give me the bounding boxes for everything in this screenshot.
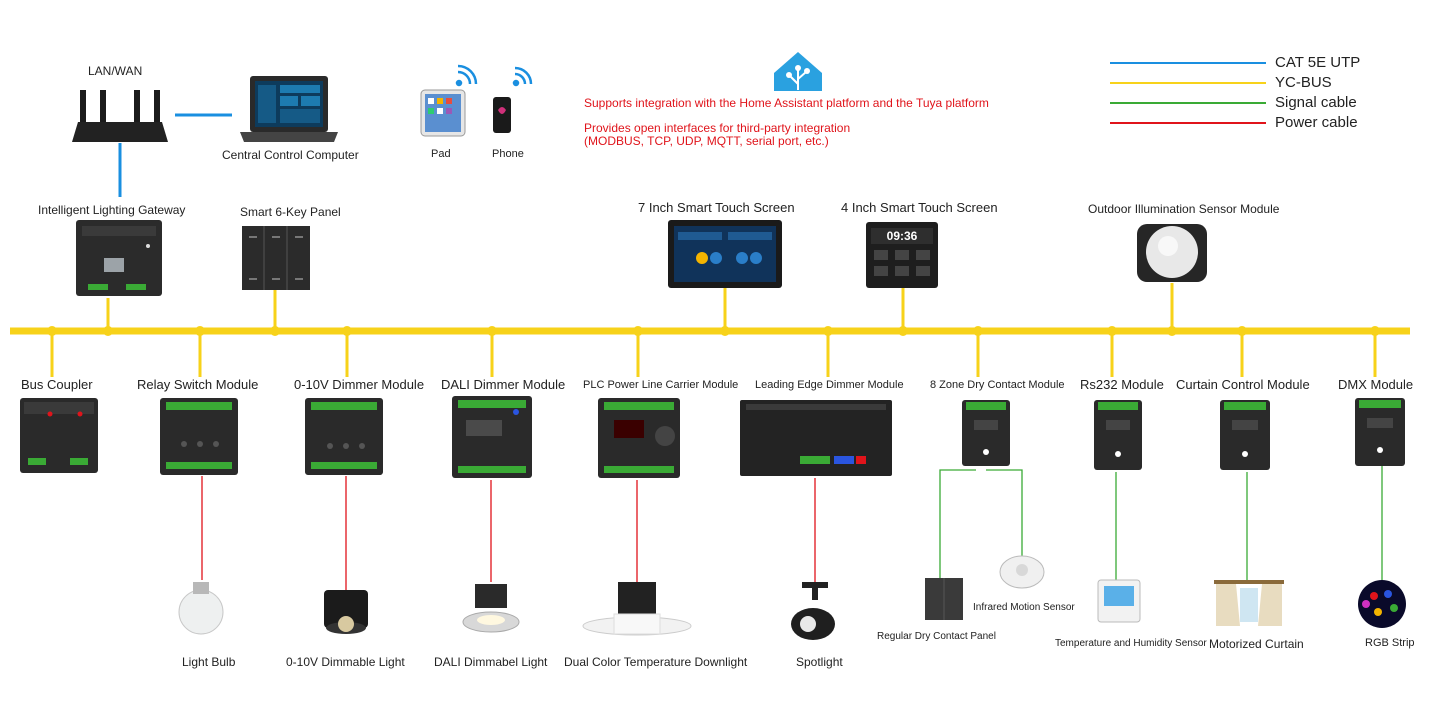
- dimmer010-label: 0-10V Dimmer Module: [294, 377, 425, 392]
- wifi-icon-2: [512, 66, 533, 87]
- dry-contact-panel-icon: [925, 578, 963, 620]
- ts4-label: 4 Inch Smart Touch Screen: [841, 200, 998, 215]
- rs232-label: Rs232 Module: [1080, 377, 1164, 392]
- gateway-label: Intelligent Lighting Gateway: [38, 203, 186, 217]
- dali-light-icon: [462, 584, 520, 633]
- dali-light-label: DALI Dimmabel Light: [434, 655, 548, 669]
- note-line-2: Provides open interfaces for third-party…: [584, 121, 851, 135]
- pad-icon: [420, 89, 466, 137]
- key-panel-label: Smart 6-Key Panel: [240, 205, 341, 219]
- gateway-device: [76, 220, 162, 296]
- plc-label: PLC Power Line Carrier Module: [583, 379, 739, 391]
- key-panel-device: [242, 226, 310, 290]
- rgb-strip-icon: [1358, 580, 1406, 628]
- leading-edge-label: Leading Edge Dimmer Module: [755, 379, 904, 391]
- legend-lines: [1110, 62, 1266, 124]
- note-line-3: (MODBUS, TCP, UDP, MQTT, serial port, et…: [584, 134, 829, 148]
- note-line-1: Supports integration with the Home Assis…: [584, 96, 989, 110]
- power-cables: [201, 476, 816, 590]
- sensor-label: Outdoor Illumination Sensor Module: [1088, 202, 1280, 216]
- laptop-icon: [240, 76, 338, 142]
- thermo-label: Temperature and Humidity Sensor: [1055, 638, 1207, 649]
- legend-power: Power cable: [1275, 114, 1358, 131]
- rs232-module-device: [1094, 400, 1142, 470]
- curtain-icon: [1214, 580, 1284, 626]
- ts4-clock: 09:36: [887, 229, 918, 243]
- bulb-label: Light Bulb: [182, 655, 236, 669]
- computer-label: Central Control Computer: [222, 148, 359, 162]
- spotlight-icon: [791, 582, 835, 640]
- router-icon: [72, 90, 168, 142]
- bus-drops-modules: [50, 331, 1377, 377]
- relay-module-device: [160, 398, 238, 475]
- bus-coupler-label: Bus Coupler: [21, 377, 93, 392]
- rgb-label: RGB Strip: [1365, 637, 1415, 649]
- motion-label: Infrared Motion Sensor: [973, 602, 1075, 613]
- downlight-label: Dual Color Temperature Downlight: [564, 655, 748, 669]
- bus-coupler-device: [20, 398, 98, 473]
- downlight-icon: [582, 582, 692, 636]
- legend-cat5: CAT 5E UTP: [1275, 54, 1361, 71]
- dry-contact-module-device: [962, 400, 1010, 466]
- curtain-module-device: [1220, 400, 1270, 470]
- curtain-module-label: Curtain Control Module: [1176, 377, 1310, 392]
- curtain-load-label: Motorized Curtain: [1209, 637, 1304, 651]
- relay-label: Relay Switch Module: [137, 377, 259, 392]
- thermostat-icon: [1097, 579, 1141, 623]
- ts7-label: 7 Inch Smart Touch Screen: [638, 200, 795, 215]
- dimmable-label: 0-10V Dimmable Light: [286, 655, 405, 669]
- touchscreen-4-device: 09:36: [866, 222, 938, 288]
- dry-contact-label: 8 Zone Dry Contact Module: [930, 379, 1065, 391]
- dali-label: DALI Dimmer Module: [441, 377, 566, 392]
- phone-icon: [493, 97, 511, 133]
- home-assistant-icon: [774, 52, 822, 91]
- light-bulb-icon: [178, 582, 224, 635]
- legend-signal: Signal cable: [1275, 94, 1357, 111]
- motion-sensor-icon: [999, 555, 1045, 589]
- dmx-label: DMX Module: [1338, 377, 1414, 392]
- phone-label: Phone: [492, 148, 524, 160]
- leading-edge-module-device: [740, 400, 892, 476]
- dmx-module-device: [1355, 398, 1405, 466]
- plc-module-device: [598, 398, 680, 478]
- bus-nodes: [47, 326, 1380, 336]
- touchscreen-7-device: [668, 220, 782, 288]
- dry-panel-label: Regular Dry Contact Panel: [877, 631, 996, 642]
- spotlight-label: Spotlight: [796, 655, 843, 669]
- dali-module-device: [452, 396, 532, 478]
- dimmable-light-icon: [324, 590, 368, 634]
- lan-wan-label: LAN/WAN: [88, 64, 143, 78]
- illumination-sensor-device: [1137, 224, 1207, 282]
- dimmer010-module-device: [305, 398, 383, 475]
- pad-label: Pad: [431, 148, 451, 160]
- wifi-icon: [455, 64, 478, 87]
- signal-cables: [939, 465, 1383, 580]
- legend-ycbus: YC-BUS: [1275, 74, 1332, 91]
